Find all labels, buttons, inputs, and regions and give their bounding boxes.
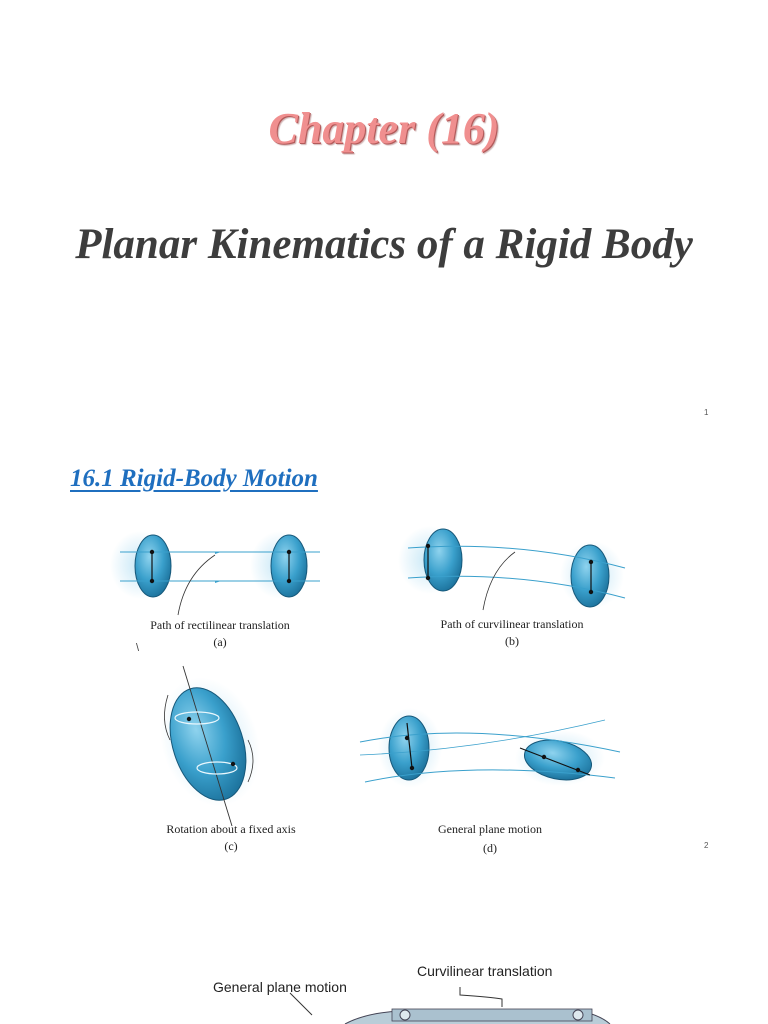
book-title: Planar Kinematics of a Rigid Body — [75, 221, 693, 268]
stray-mark: \ — [136, 642, 140, 654]
page-number-2: 2 — [704, 841, 709, 850]
figure-c-rotation-fixed-axis — [160, 665, 260, 827]
rigid-body-motion-figures — [110, 526, 626, 827]
figure-a-rectilinear-translation — [110, 531, 320, 616]
label-general-plane-motion: General plane motion — [213, 979, 347, 995]
chapter-title: Chapter (16) — [268, 104, 500, 153]
mechanism-figure — [289, 987, 611, 1024]
caption-d: General plane motion — [438, 822, 542, 836]
label-c: (c) — [224, 839, 238, 853]
section-heading: 16.1 Rigid-Body Motion — [70, 465, 318, 492]
caption-c: Rotation about a fixed axis — [166, 822, 296, 836]
figure-d-general-plane-motion — [359, 708, 621, 788]
page-number-1: 1 — [704, 408, 709, 417]
label-curvilinear-translation: Curvilinear translation — [417, 963, 553, 979]
figure-b-curvilinear-translation — [398, 526, 626, 611]
label-a: (a) — [213, 635, 227, 649]
label-d: (d) — [483, 841, 497, 855]
caption-b: Path of curvilinear translation — [440, 617, 584, 631]
caption-a: Path of rectilinear translation — [150, 618, 290, 632]
label-b: (b) — [505, 634, 519, 648]
